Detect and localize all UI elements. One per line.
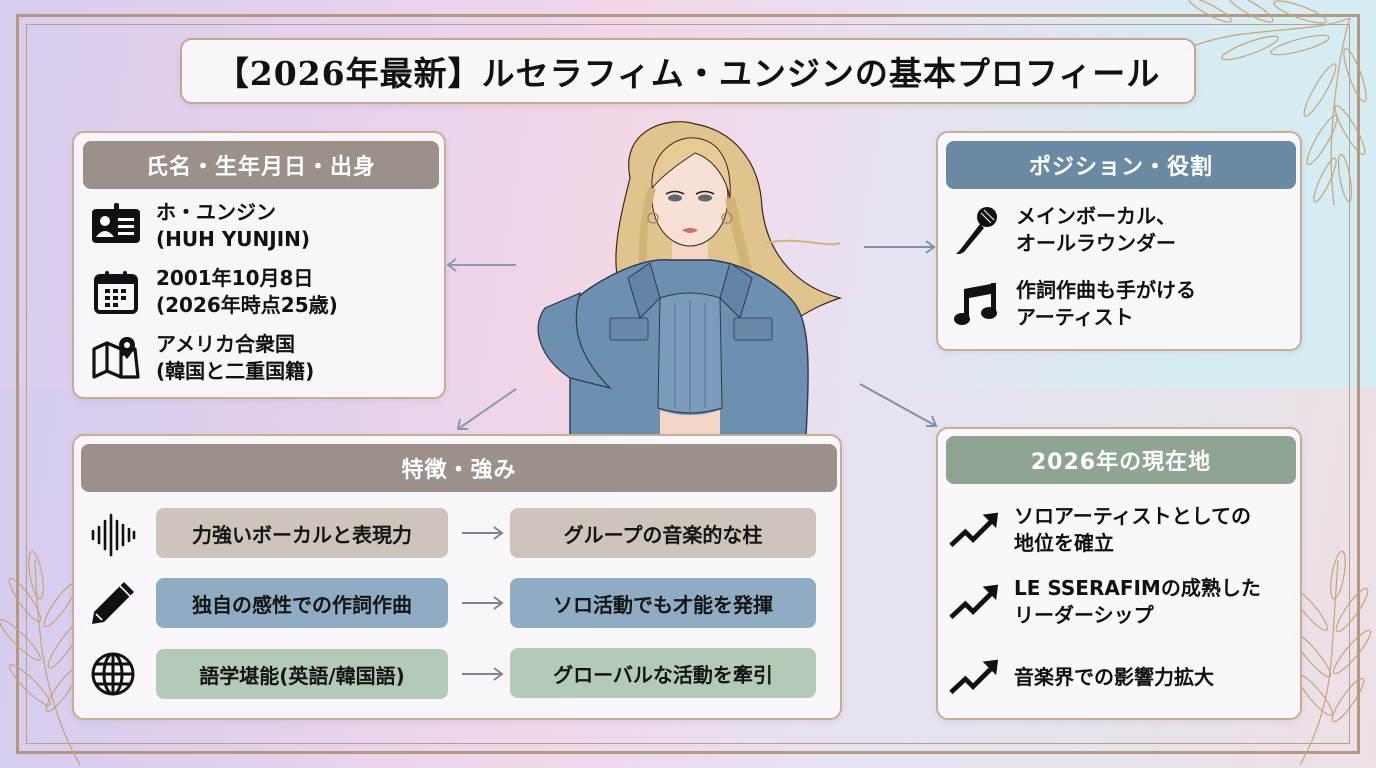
current-item-leadership: LE SSERAFIMの成熟した リーダーシップ (948, 575, 1261, 629)
position-songwriter-line-1: 作詞作曲も手がける (1016, 278, 1196, 302)
sound-wave-icon (88, 510, 138, 560)
profile-origin-line-2: (韓国と二重国籍) (156, 359, 315, 383)
profile-item-birthday: 2001年10月8日 (2026年時点25歳) (90, 265, 338, 319)
artist-illustration (537, 121, 843, 436)
current-solo-line-1: ソロアーティストとしての (1014, 504, 1251, 528)
calendar-icon (90, 266, 142, 318)
strengths-card: 特徴・強み 力強いボーカルと表現力 グループの音楽的な柱 独自の感性での作詞作曲… (72, 434, 842, 720)
current-leadership-line-1: LE SSERAFIMの成熟した (1014, 576, 1261, 600)
strength-left-pill-2: 独自の感性での作詞作曲 (156, 578, 448, 628)
current-influence-line-1: 音楽界での影響力拡大 (1014, 664, 1214, 689)
arrow-right-icon (462, 667, 504, 681)
globe-icon (88, 649, 138, 699)
strengths-card-header: 特徴・強み (81, 444, 837, 492)
position-vocal-line-1: メインボーカル、 (1016, 204, 1176, 228)
profile-birthday-line-2: (2026年時点25歳) (156, 293, 338, 317)
strength-right-pill-1: グループの音楽的な柱 (510, 508, 816, 558)
music-note-icon (950, 278, 1002, 330)
profile-card: 氏名・生年月日・出身 ホ・ユンジン (HUH YUNJIN) 2001年10月8… (72, 131, 446, 399)
position-item-vocal: メインボーカル、 オールラウンダー (950, 203, 1176, 257)
arrow-right-icon (462, 596, 504, 610)
current-item-influence: 音楽界での影響力拡大 (948, 651, 1214, 703)
profile-item-origin: アメリカ合衆国 (韓国と二重国籍) (90, 331, 314, 385)
position-card: ポジション・役割 メインボーカル、 オールラウンダー 作詞作曲も手がける アーテ… (936, 131, 1302, 351)
profile-name-line-2: (HUH YUNJIN) (156, 227, 311, 251)
current-solo-line-2: 地位を確立 (1014, 531, 1114, 555)
strength-left-pill-3: 語学堪能(英語/韓国語) (156, 649, 448, 699)
decorative-frame-inner (26, 24, 1350, 744)
pencil-icon (88, 578, 138, 628)
page-title: 【2026年最新】ルセラフィム・ユンジンの基本プロフィール (215, 54, 1161, 93)
strength-left-pill-1: 力強いボーカルと表現力 (156, 508, 448, 558)
strength-right-pill-2: ソロ活動でも才能を発揮 (510, 578, 816, 628)
position-item-songwriter: 作詞作曲も手がける アーティスト (950, 277, 1196, 331)
profile-card-header: 氏名・生年月日・出身 (83, 141, 439, 189)
current-status-card: 2026年の現在地 ソロアーティストとしての 地位を確立 LE SSERAFIM… (936, 427, 1302, 720)
title-banner: 【2026年最新】ルセラフィム・ユンジンの基本プロフィール (180, 38, 1196, 104)
current-item-solo: ソロアーティストとしての 地位を確立 (948, 503, 1251, 557)
current-status-card-header: 2026年の現在地 (946, 436, 1296, 484)
profile-item-name: ホ・ユンジン (HUH YUNJIN) (90, 199, 310, 253)
position-songwriter-line-2: アーティスト (1016, 305, 1134, 329)
trending-up-icon (948, 651, 1000, 703)
id-badge-icon (90, 200, 142, 252)
profile-name-line-1: ホ・ユンジン (156, 200, 276, 224)
trending-up-icon (948, 504, 1000, 556)
position-vocal-line-2: オールラウンダー (1016, 231, 1176, 255)
position-card-header: ポジション・役割 (946, 141, 1296, 189)
microphone-icon (950, 204, 1002, 256)
current-leadership-line-2: リーダーシップ (1014, 603, 1154, 627)
decorative-frame-outer (16, 14, 1360, 754)
map-pin-icon (90, 332, 142, 384)
strength-right-pill-3: グローバルな活動を牽引 (510, 648, 816, 698)
profile-birthday-line-1: 2001年10月8日 (156, 266, 314, 290)
trending-up-icon (948, 576, 1000, 628)
profile-origin-line-1: アメリカ合衆国 (156, 332, 295, 356)
arrow-right-icon (462, 526, 504, 540)
